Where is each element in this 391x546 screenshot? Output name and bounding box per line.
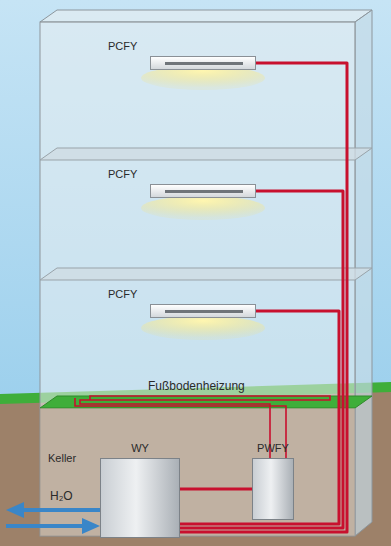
unit-label: PWFY [257, 442, 289, 455]
refrigerant-pipe [180, 311, 339, 524]
ceiling-cassette [150, 304, 256, 318]
water-in [6, 524, 84, 528]
heat-pump-unit: PWFY [252, 442, 294, 520]
annotation-label: Keller [48, 452, 76, 465]
heat-pump-unit: WY [100, 442, 180, 538]
roof [40, 10, 372, 22]
indoor-unit: PCFY [108, 288, 256, 318]
unit-label: PCFY [108, 168, 256, 181]
water-out [22, 508, 100, 512]
floor-slab [40, 148, 372, 160]
refrigerant-pipe [180, 488, 252, 491]
arrow-head [6, 502, 24, 518]
indoor-unit: PCFY [108, 40, 256, 70]
refrigerant-pipe [180, 63, 347, 532]
light-cone [141, 196, 265, 220]
annotation-label: Fußbodenheizung [148, 380, 245, 393]
unit-housing [252, 458, 294, 520]
unit-housing [100, 458, 180, 538]
floor-heating-pipe [75, 398, 286, 460]
unit-label: WY [131, 442, 149, 455]
annotation-label: H₂O [50, 490, 73, 503]
light-cone [141, 316, 265, 340]
unit-label: PCFY [108, 40, 256, 53]
floor-slab [40, 268, 372, 280]
unit-label: PCFY [108, 288, 256, 301]
ceiling-cassette [150, 56, 256, 70]
ceiling-cassette [150, 184, 256, 198]
refrigerant-pipe [180, 191, 343, 528]
indoor-unit: PCFY [108, 168, 256, 198]
arrow-head [82, 518, 100, 534]
basement [40, 408, 355, 536]
